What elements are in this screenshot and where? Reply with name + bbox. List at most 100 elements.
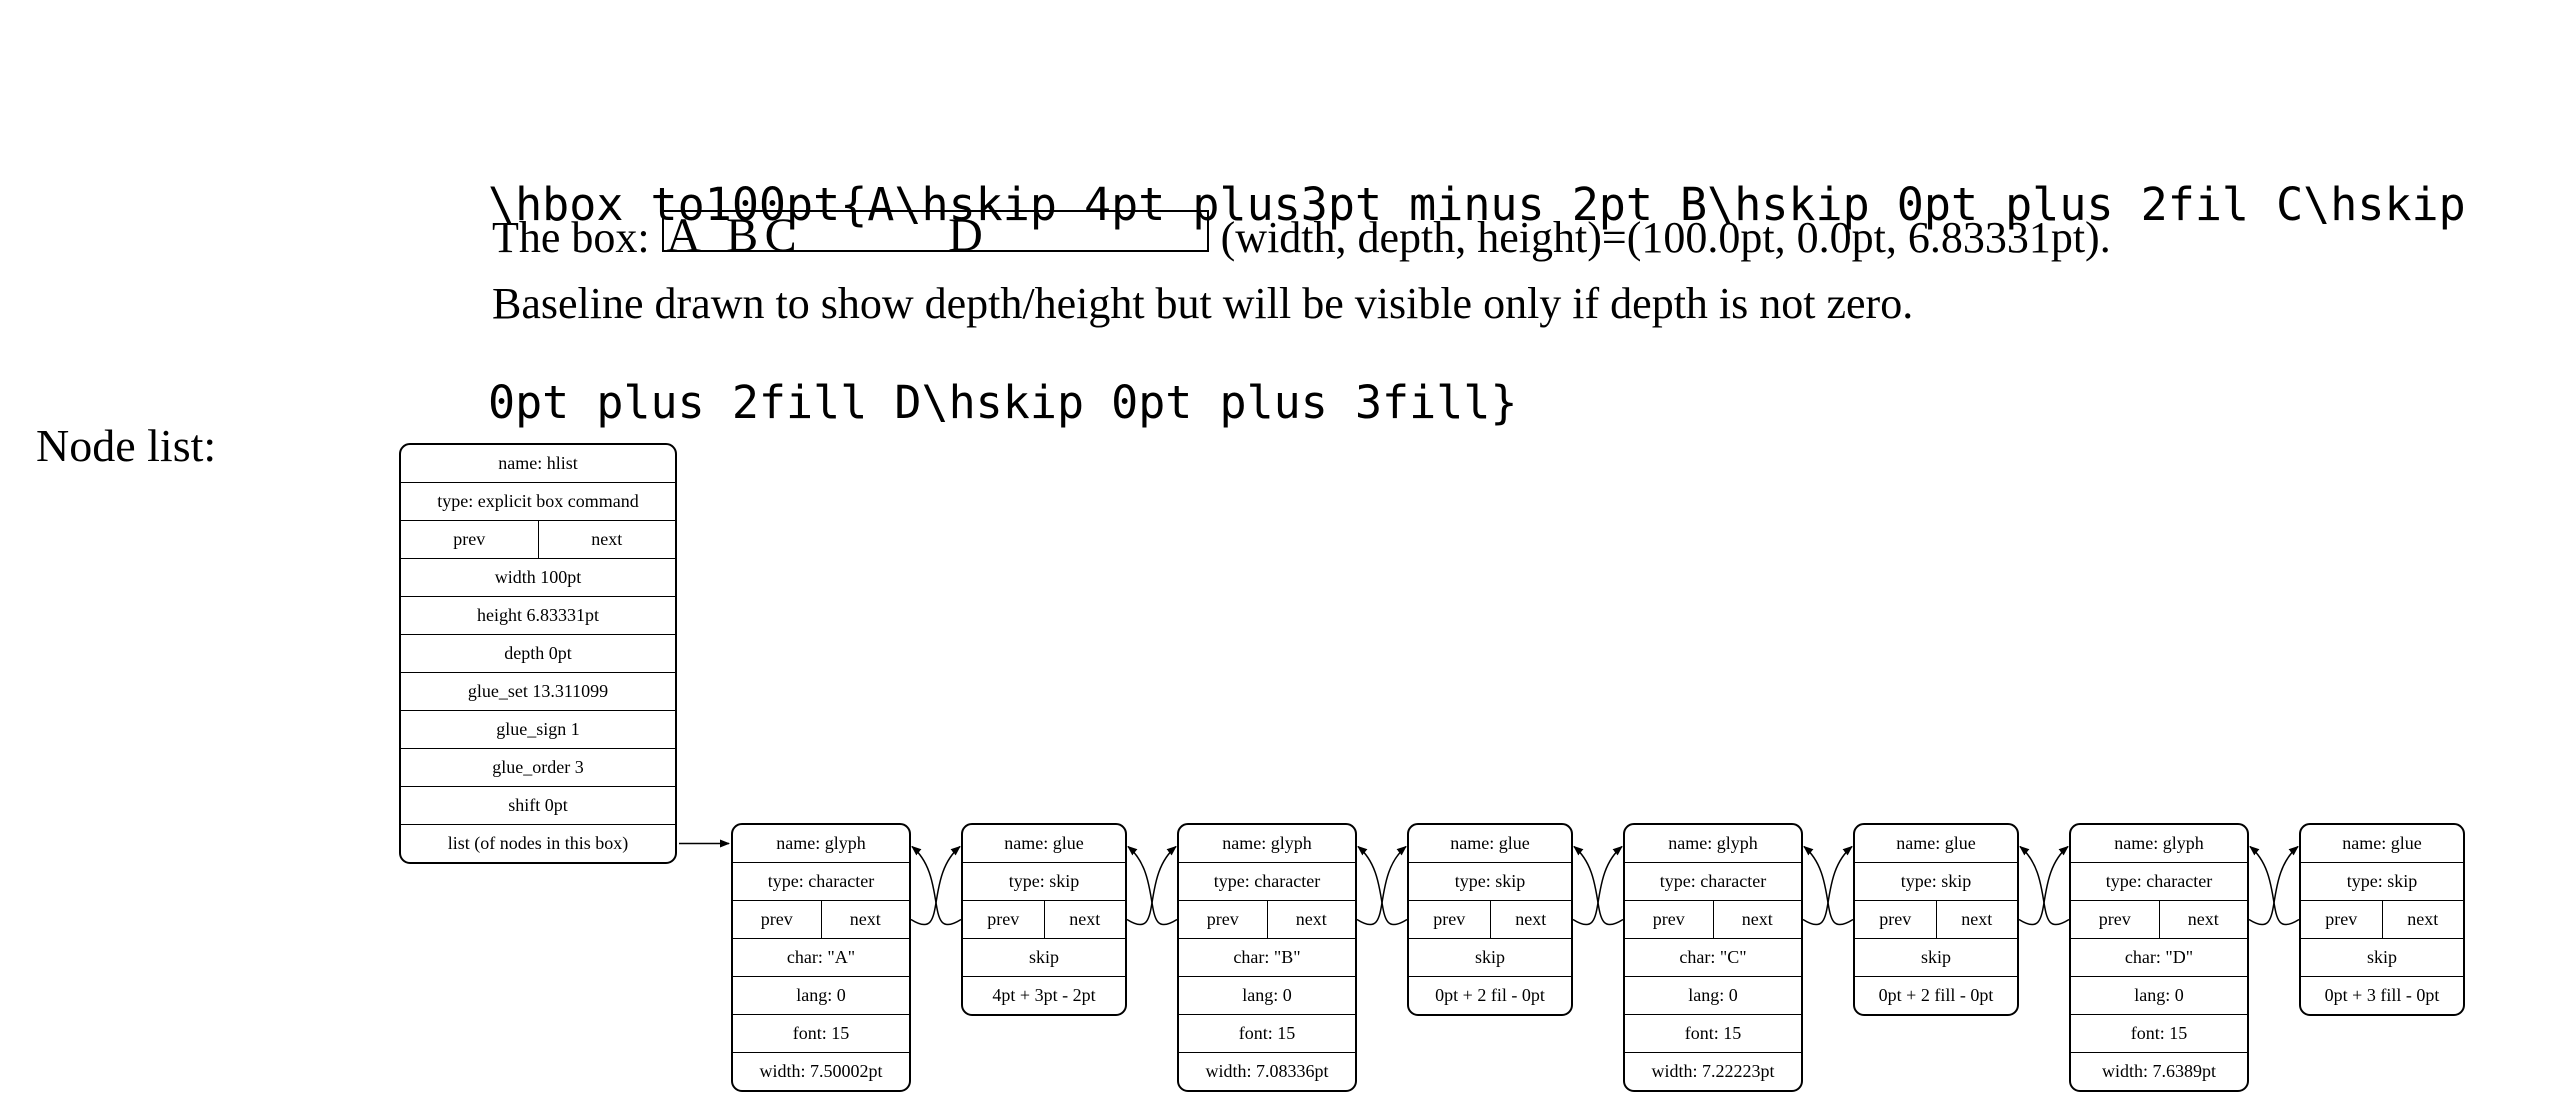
node-6-row-5: font: 15 bbox=[2071, 1014, 2247, 1052]
node-6-prev-next-row: prev next bbox=[2071, 900, 2247, 938]
node-1-next-cell: next bbox=[1069, 909, 1101, 929]
node-5-row-4: 0pt + 2 fill - 0pt bbox=[1855, 976, 2017, 1014]
node-3-prev-cell: prev bbox=[1409, 901, 1491, 938]
node-1-row-3: skip bbox=[963, 938, 1125, 976]
node-7-row-4: 0pt + 3 fill - 0pt bbox=[2301, 976, 2463, 1014]
hlist-row-8: glue_order 3 bbox=[401, 748, 675, 786]
node-5-prev-cell: prev bbox=[1855, 901, 1937, 938]
node-4-row-3: char: "C" bbox=[1625, 938, 1801, 976]
node-1-prev-cell: prev bbox=[963, 901, 1045, 938]
node-4-row-6: width: 7.22223pt bbox=[1625, 1052, 1801, 1090]
node-1-row-1: type: skip bbox=[963, 862, 1125, 900]
hlist-next-cell: next bbox=[591, 529, 623, 549]
box-result-prefix: The box: bbox=[492, 213, 650, 262]
tex-source-code: \hbox to100pt{A\hskip 4pt plus3pt minus … bbox=[488, 40, 2466, 568]
hlist-prev-next-row: prev next bbox=[401, 520, 675, 558]
node-4-prev-next-row: prev next bbox=[1625, 900, 1801, 938]
node-2-row-0: name: glyph bbox=[1222, 833, 1312, 853]
node-list-label: Node list: bbox=[36, 420, 217, 471]
node-1-prev-next-row: prev next bbox=[963, 900, 1125, 938]
node-2-row-1: type: character bbox=[1179, 862, 1355, 900]
baseline-note: Baseline drawn to show depth/height but … bbox=[492, 279, 1914, 328]
node-0-row-0: name: glyph bbox=[776, 833, 866, 853]
code-line-1: \hbox to100pt{A\hskip 4pt plus3pt minus … bbox=[488, 178, 2466, 231]
node-0-row-3: char: "A" bbox=[733, 938, 909, 976]
node-2-prev-cell: prev bbox=[1179, 901, 1268, 938]
node-1-row-4: 4pt + 3pt - 2pt bbox=[963, 976, 1125, 1014]
node-6-row-6: width: 7.6389pt bbox=[2071, 1052, 2247, 1090]
hbox-letter-C: C bbox=[764, 209, 797, 262]
hbox-letter-B: B bbox=[726, 209, 759, 262]
node-0-prev-next-row: prev next bbox=[733, 900, 909, 938]
node-0-row-1: type: character bbox=[733, 862, 909, 900]
node-4-row-4: lang: 0 bbox=[1625, 976, 1801, 1014]
node-5-row-1: type: skip bbox=[1855, 862, 2017, 900]
node-5-prev-next-row: prev next bbox=[1855, 900, 2017, 938]
node-7-row-1: type: skip bbox=[2301, 862, 2463, 900]
node-2-row-4: lang: 0 bbox=[1179, 976, 1355, 1014]
node-7-prev-cell: prev bbox=[2301, 901, 2383, 938]
node-0-prev-cell: prev bbox=[733, 901, 822, 938]
node-3-row-4: 0pt + 2 fil - 0pt bbox=[1409, 976, 1571, 1014]
node-4-row-0: name: glyph bbox=[1668, 833, 1758, 853]
node-2-row-6: width: 7.08336pt bbox=[1179, 1052, 1355, 1090]
node-4-next-cell: next bbox=[1741, 909, 1773, 929]
node-3-row-3: skip bbox=[1409, 938, 1571, 976]
node-0-row-6: width: 7.50002pt bbox=[733, 1052, 909, 1090]
node-5-row-0: name: glue bbox=[1896, 833, 1976, 853]
node-6-next-cell: next bbox=[2187, 909, 2219, 929]
node-5-row-3: skip bbox=[1855, 938, 2017, 976]
hlist-row-10: list (of nodes in this box) bbox=[401, 824, 675, 862]
box-metrics: (width, depth, height)=(100.0pt, 0.0pt, … bbox=[1220, 213, 2111, 262]
node-7-prev-next-row: prev next bbox=[2301, 900, 2463, 938]
hlist-prev-cell: prev bbox=[401, 521, 539, 558]
node-7-next-cell: next bbox=[2407, 909, 2439, 929]
node-6-row-4: lang: 0 bbox=[2071, 976, 2247, 1014]
hlist-row-9: shift 0pt bbox=[401, 786, 675, 824]
node-6-row-3: char: "D" bbox=[2071, 938, 2247, 976]
node-7-row-0: name: glue bbox=[2342, 833, 2422, 853]
hlist-row-7: glue_sign 1 bbox=[401, 710, 675, 748]
node-0-row-5: font: 15 bbox=[733, 1014, 909, 1052]
hlist-row-0: name: hlist bbox=[498, 453, 578, 473]
code-line-2: 0pt plus 2fill D\hskip 0pt plus 3fill} bbox=[488, 376, 1518, 429]
hbox-letter-D: D bbox=[948, 209, 983, 262]
node-1-row-0: name: glue bbox=[1004, 833, 1084, 853]
node-3-row-0: name: glue bbox=[1450, 833, 1530, 853]
node-4-row-5: font: 15 bbox=[1625, 1014, 1801, 1052]
hbox-letter-A: A bbox=[666, 209, 702, 262]
node-0-row-4: lang: 0 bbox=[733, 976, 909, 1014]
node-3-prev-next-row: prev next bbox=[1409, 900, 1571, 938]
node-2-row-3: char: "B" bbox=[1179, 938, 1355, 976]
hlist-row-4: height 6.83331pt bbox=[401, 596, 675, 634]
hlist-row-1: type: explicit box command bbox=[401, 482, 675, 520]
hlist-row-5: depth 0pt bbox=[401, 634, 675, 672]
node-6-row-1: type: character bbox=[2071, 862, 2247, 900]
node-0-next-cell: next bbox=[849, 909, 881, 929]
node-6-row-0: name: glyph bbox=[2114, 833, 2204, 853]
node-2-prev-next-row: prev next bbox=[1179, 900, 1355, 938]
node-3-next-cell: next bbox=[1515, 909, 1547, 929]
hlist-row-6: glue_set 13.311099 bbox=[401, 672, 675, 710]
node-2-row-5: font: 15 bbox=[1179, 1014, 1355, 1052]
node-7-row-3: skip bbox=[2301, 938, 2463, 976]
node-4-row-1: type: character bbox=[1625, 862, 1801, 900]
node-5-next-cell: next bbox=[1961, 909, 1993, 929]
node-4-prev-cell: prev bbox=[1625, 901, 1714, 938]
node-2-next-cell: next bbox=[1295, 909, 1327, 929]
node-6-prev-cell: prev bbox=[2071, 901, 2160, 938]
node-3-row-1: type: skip bbox=[1409, 862, 1571, 900]
